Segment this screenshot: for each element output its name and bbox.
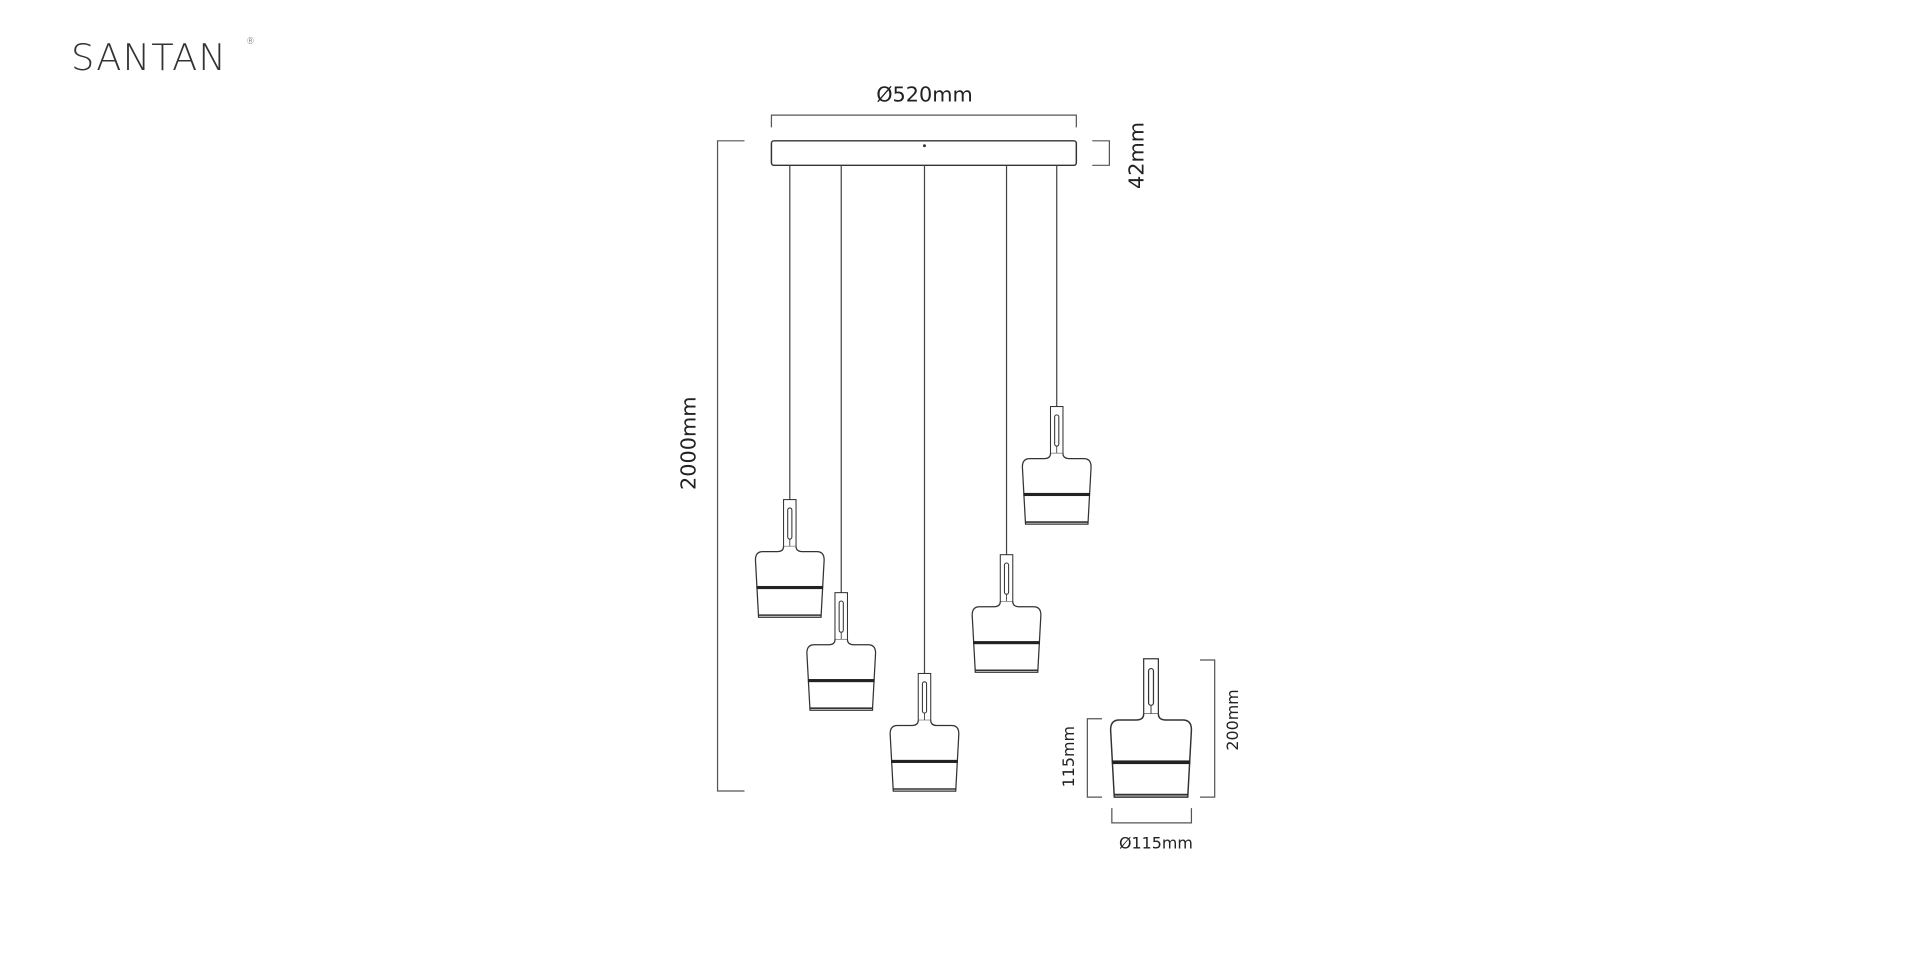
- cords: [789, 165, 1058, 674]
- pendant-height-label: 200mm: [1223, 689, 1242, 750]
- pendant-3: [889, 672, 960, 792]
- canopy: [770, 140, 1078, 167]
- shade-diameter-label: Ø115mm: [1119, 834, 1193, 853]
- total-drop-label: 2000mm: [677, 397, 701, 490]
- pendant-detail: [1109, 657, 1193, 799]
- canopy-diameter-label: Ø520mm: [876, 83, 973, 107]
- registered-mark: ®: [246, 37, 256, 47]
- pendant-5: [1021, 405, 1092, 525]
- pendant-4: [971, 553, 1042, 674]
- pendant-1: [754, 498, 825, 618]
- dimension-lines: [716, 114, 1216, 824]
- shade-height-label: 115mm: [1059, 726, 1078, 787]
- canopy-height-label: 42mm: [1125, 122, 1149, 189]
- brand-logo: SANTAN: [71, 36, 227, 79]
